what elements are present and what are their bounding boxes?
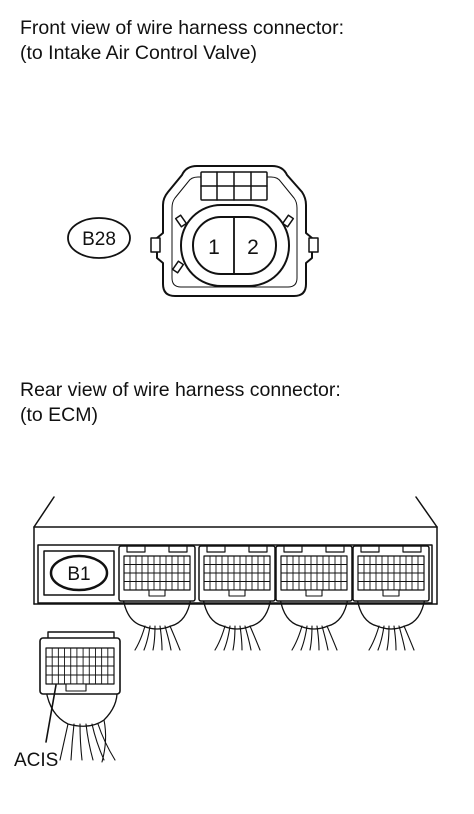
wire-strand xyxy=(159,625,163,651)
plug-wire-strand xyxy=(79,723,83,761)
b28-pin-2: 2 xyxy=(247,236,259,259)
b28-id-badge: B28 xyxy=(67,217,131,259)
front-view-title: Front view of wire harness connector: xyxy=(20,17,345,39)
ecm-connector-block-3 xyxy=(275,545,353,651)
front-view-caption: Front view of wire harness connector: (t… xyxy=(20,16,344,66)
b1-badge-label: B1 xyxy=(67,564,90,585)
ecm-connector-block-4 xyxy=(352,545,430,651)
block-key xyxy=(305,589,323,597)
wire-bundle xyxy=(202,597,272,630)
b28-connector: 1 2 xyxy=(150,165,319,297)
b28-terminal-cavity xyxy=(180,204,290,287)
plug-wire-strand xyxy=(97,723,116,761)
wire-strand xyxy=(316,625,320,651)
wire-strand xyxy=(377,625,385,651)
wire-strand xyxy=(368,625,380,651)
ecm-top-left-edge xyxy=(33,496,55,528)
ecm-top-right-edge xyxy=(415,496,438,528)
b28-housing-inner xyxy=(171,176,298,288)
wire-strand xyxy=(403,625,415,651)
b1-badge-ellipse xyxy=(49,554,109,592)
block-latch xyxy=(325,545,345,553)
wire-bundle xyxy=(279,597,349,630)
wire-strand xyxy=(249,625,261,651)
wire-strand xyxy=(239,625,243,651)
block-key xyxy=(382,589,400,597)
wire-strand xyxy=(164,625,172,651)
block-latch xyxy=(402,545,422,553)
rear-view-caption: Rear view of wire harness connector: (to… xyxy=(20,378,341,428)
ecm-connector-blocks xyxy=(118,545,430,651)
plug-wire-strand xyxy=(85,723,94,761)
block-key xyxy=(148,589,166,597)
wire-strand xyxy=(223,625,231,651)
wire-strand xyxy=(152,625,156,651)
block-key xyxy=(228,589,246,597)
wire-strand xyxy=(300,625,308,651)
b28-right-notch xyxy=(308,237,319,253)
rear-view-subtitle: (to ECM) xyxy=(20,404,98,426)
block-latch xyxy=(126,545,146,553)
front-view-subtitle: (to Intake Air Control Valve) xyxy=(20,42,257,64)
plug-key xyxy=(65,683,87,692)
wire-strand xyxy=(309,625,313,651)
block-latch xyxy=(248,545,268,553)
acis-terminal-label: ACIS xyxy=(14,750,58,771)
b28-badge-ellipse xyxy=(67,217,131,259)
wire-bundle xyxy=(356,597,426,630)
b28-key xyxy=(171,260,185,274)
plug-wire-strand xyxy=(70,723,75,761)
plug-wire-bundle xyxy=(45,689,118,727)
wire-strand xyxy=(143,625,151,651)
wire-strand xyxy=(134,625,146,651)
b28-left-notch xyxy=(150,237,161,253)
wire-strand xyxy=(169,625,181,651)
block-latch xyxy=(283,545,303,553)
block-latch xyxy=(206,545,226,553)
b28-pin-1: 1 xyxy=(208,236,220,259)
plug-wire-strand xyxy=(101,719,107,763)
wire-strand xyxy=(321,625,329,651)
acis-leader-line xyxy=(45,684,57,743)
wire-strand xyxy=(393,625,397,651)
rear-view-title: Rear view of wire harness connector: xyxy=(20,379,341,401)
b28-key xyxy=(281,214,295,228)
b28-key xyxy=(174,214,188,228)
ecm-connector-block-1 xyxy=(118,545,196,651)
plug-wire-strand xyxy=(91,723,105,761)
wire-strand xyxy=(326,625,338,651)
b28-badge-label: B28 xyxy=(82,229,116,250)
wire-strand xyxy=(214,625,226,651)
plug-wire-strand xyxy=(59,723,69,761)
b1-plug-connector xyxy=(39,631,121,763)
wire-strand xyxy=(398,625,406,651)
ecm-connector-block-2 xyxy=(198,545,276,651)
wire-bundle xyxy=(122,597,192,630)
wire-strand xyxy=(386,625,390,651)
block-latch xyxy=(360,545,380,553)
b1-label-box xyxy=(43,550,115,596)
block-latch xyxy=(168,545,188,553)
wire-strand xyxy=(244,625,252,651)
wire-strand xyxy=(291,625,303,651)
wire-strand xyxy=(232,625,236,651)
